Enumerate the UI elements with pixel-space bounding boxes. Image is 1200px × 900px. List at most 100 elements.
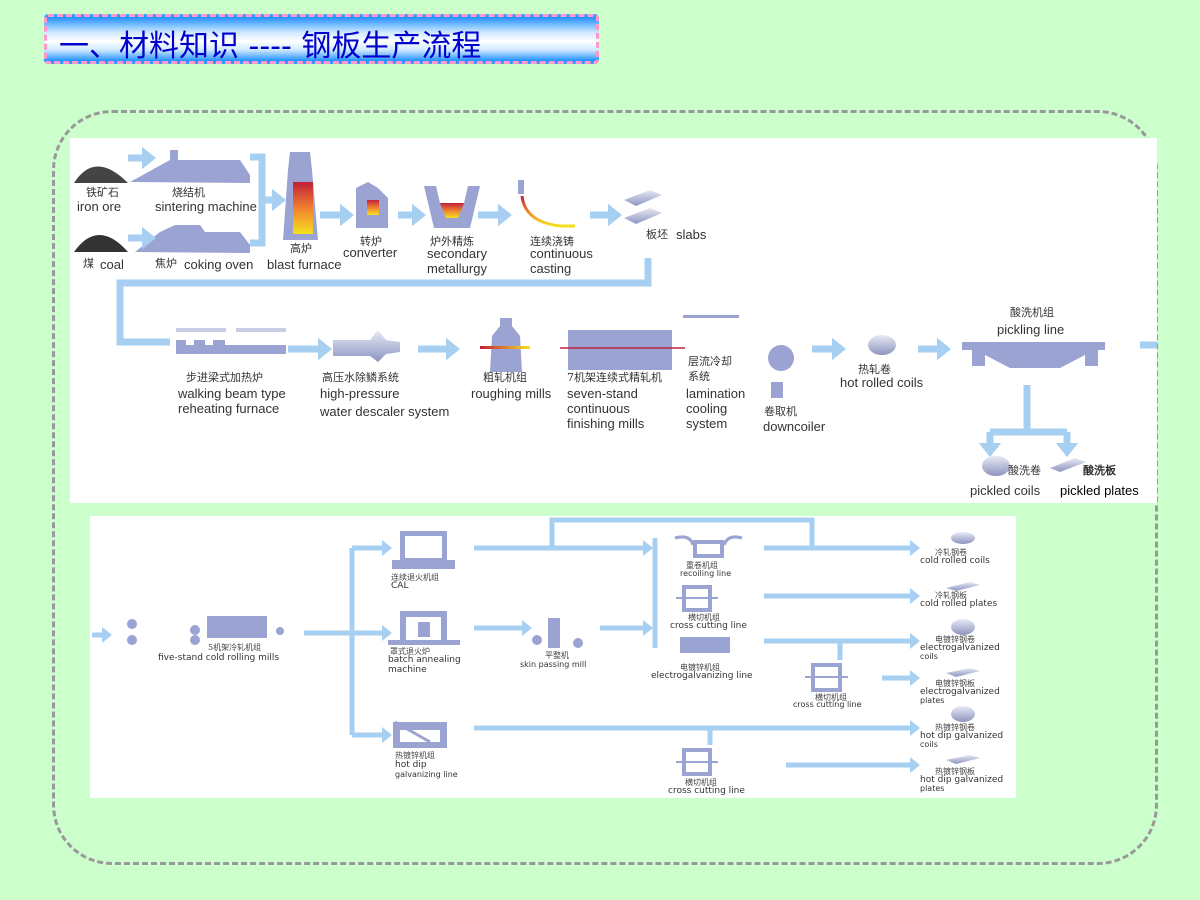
- coal-pile-icon: [74, 235, 128, 252]
- blast-furnace-label: blast furnace: [267, 257, 342, 272]
- hot-dip-line-label-2: galvanizing line: [395, 770, 458, 779]
- lamination-label-2: cooling: [686, 401, 728, 416]
- pickling-line-label: pickling line: [997, 322, 1065, 337]
- skin-pass-label: skin passing mill: [520, 660, 587, 669]
- laminar-cooling-icon: [683, 315, 739, 318]
- hot-dip-coil-icon: [951, 706, 975, 722]
- cross-cut-1-label-zh: 横切机组: [688, 613, 720, 622]
- batch-label-2: machine: [388, 665, 427, 675]
- arrowhead-icon: [832, 337, 846, 361]
- finishing-label-2: continuous: [567, 401, 630, 416]
- slab-icon: [624, 190, 662, 206]
- finishing-label-3: finishing mills: [567, 416, 645, 431]
- pickling-line-icon: [962, 342, 1105, 368]
- product-label-2: plates: [920, 696, 945, 705]
- arrowhead-icon: [382, 727, 392, 743]
- arrowhead-icon: [643, 540, 653, 556]
- arrowhead-icon: [910, 720, 920, 736]
- product-label: electrogalvanized: [920, 643, 1000, 653]
- arrowhead-icon: [910, 588, 920, 604]
- product-label-zh: 电镀锌钢板: [935, 679, 975, 688]
- coking-oven-icon: [135, 225, 250, 253]
- lamination-label-3: system: [686, 416, 728, 431]
- cal-label-zh: 连续退火机组: [391, 573, 439, 582]
- arrowhead-icon: [978, 443, 1002, 457]
- converter-label-zh: 转炉: [360, 235, 382, 248]
- walking-beam-label-2: reheating furnace: [178, 401, 280, 416]
- arrowhead-icon: [643, 620, 653, 636]
- cold-rolled-plate-icon: [946, 582, 980, 591]
- finishing-mill-icon: [568, 330, 672, 370]
- walking-beam-label-zh: 步进梁式加热炉: [186, 371, 263, 384]
- cold-rolling-mill-icon: [207, 616, 267, 638]
- iron-ore-label: iron ore: [77, 199, 122, 214]
- product-label-2: coils: [920, 652, 938, 661]
- hot-rolled-coils-label-zh: 热轧卷: [858, 363, 891, 376]
- arrowhead-icon: [382, 540, 392, 556]
- flow-line: [116, 258, 652, 346]
- electrogalvanizing-icon: [680, 637, 730, 653]
- downcoiler-icon: [768, 345, 794, 371]
- lamination-label: lamination: [686, 386, 746, 401]
- descaler-label-2: water descaler system: [320, 404, 450, 419]
- batch-label-zh: 罩式退火炉: [390, 647, 430, 656]
- sintering-machine-icon: [130, 150, 250, 183]
- iron-ore-pile-icon: [74, 166, 128, 183]
- roughing-label-zh: 粗轧机组: [483, 371, 527, 384]
- cold-rolled-coil-icon: [951, 532, 975, 544]
- blast-furnace-label-zh: 高炉: [290, 242, 312, 255]
- pickled-coil-icon: [982, 456, 1010, 476]
- arrowhead-icon: [498, 203, 512, 227]
- flow-line: [250, 153, 266, 247]
- arrowhead-icon: [910, 633, 920, 649]
- slabs-label-zh: 板坯: [646, 228, 668, 241]
- hot-dip-line-label-zh: 热镀锌机组: [395, 751, 435, 760]
- arrowhead-icon: [318, 337, 332, 361]
- product-label: cold rolled plates: [920, 599, 998, 609]
- skin-pass-label-zh: 平整机: [545, 651, 569, 660]
- roughing-label: roughing mills: [471, 386, 552, 401]
- cross-cut-3-label: cross cutting line: [668, 786, 745, 796]
- secondary-label-zh: 炉外精炼: [430, 235, 474, 248]
- electrogalvanized-plate-icon: [946, 668, 980, 677]
- pickled-plate-icon: [1050, 458, 1086, 472]
- descaler-icon: [333, 330, 400, 362]
- product-label-zh: 冷轧钢卷: [935, 548, 967, 557]
- lamination-label-zh: 层流冷却: [688, 355, 732, 368]
- product-label: hot dip galvanized: [920, 731, 1004, 741]
- secondary-label-2: metallurgy: [427, 261, 487, 276]
- batch-annealing-icon: [388, 611, 460, 645]
- iron-ore-label-zh: 铁矿石: [86, 186, 119, 199]
- cross-cutting-icon-2: [805, 663, 848, 692]
- coal-label: coal: [100, 257, 124, 272]
- product-label: hot dip galvanized: [920, 775, 1004, 785]
- cal-label: CAL: [391, 581, 409, 591]
- pickled-coils-label-zh: 酸洗卷: [1008, 464, 1041, 477]
- product-label: cold rolled coils: [920, 556, 990, 566]
- product-label: electrogalvanized: [920, 687, 1000, 697]
- hot-dip-plate-icon: [946, 755, 980, 764]
- downcoiler-label-zh: 卷取机: [764, 405, 797, 418]
- five-stand-label-zh: 5机架冷轧机组: [208, 643, 262, 652]
- five-stand-label: five-stand cold rolling mills: [158, 653, 280, 663]
- electrogalvanized-coil-icon: [951, 619, 975, 635]
- lamination-label-zh-2: 系统: [688, 370, 710, 383]
- descaler-label-zh: 高压水除鳞系统: [322, 371, 399, 384]
- cross-cutting-icon: [676, 585, 718, 612]
- coking-label: coking oven: [184, 257, 254, 272]
- cross-cut-3-label-zh: 横切机组: [685, 778, 717, 787]
- cross-cut-2-label-zh: 横切机组: [815, 693, 847, 702]
- hot-dip-line-label: hot dip: [395, 760, 427, 770]
- cross-cut-1-label: cross cutting line: [670, 621, 747, 631]
- arrowhead-icon: [102, 627, 112, 643]
- sintering-label: sintering machine: [155, 199, 257, 214]
- hot-rolled-coils-label: hot rolled coils: [840, 375, 924, 390]
- recoiling-label: recoiling line: [680, 569, 732, 578]
- arrowhead-icon: [446, 337, 460, 361]
- walking-beam-furnace-icon: [176, 328, 226, 332]
- skin-pass-mill-icon: [548, 618, 560, 648]
- page-title: 一、材料知识 ---- 钢板生产流程: [59, 29, 482, 64]
- pickled-coils-label: pickled coils: [970, 483, 1041, 498]
- hot-rolled-coil-icon: [868, 335, 896, 355]
